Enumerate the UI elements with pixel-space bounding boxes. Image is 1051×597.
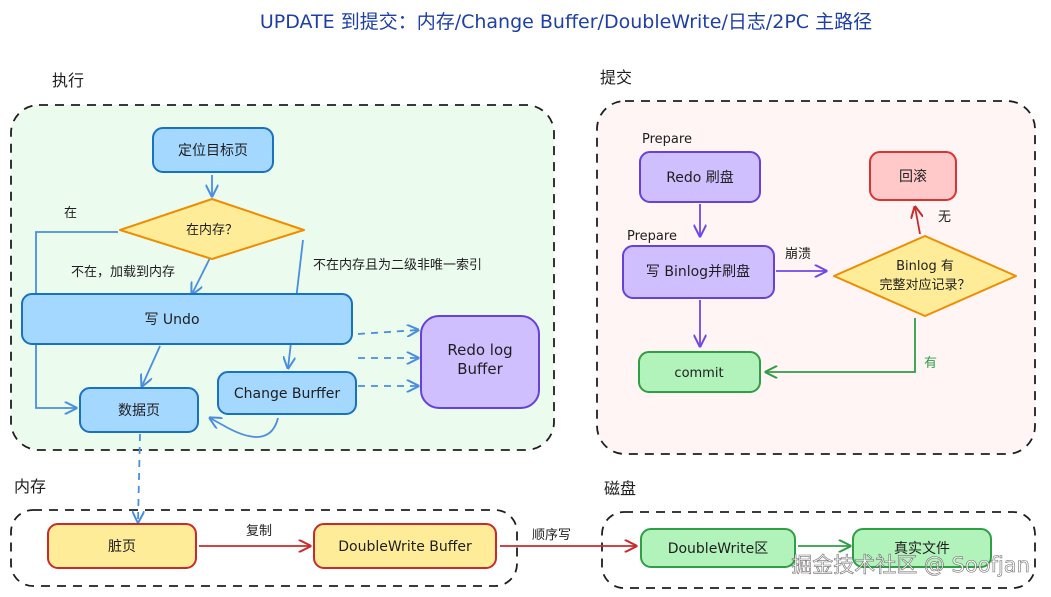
node-redo-buffer-line2: Buffer: [457, 360, 503, 378]
node-doublewrite-area-label: DoubleWrite区: [668, 541, 769, 557]
disk-group: [601, 511, 1036, 589]
edge-undo-to-datapage: [142, 345, 161, 386]
edge-datapage-to-dirtypage: [138, 433, 140, 522]
watermark: 掘金技术社区 @ Soofjan: [791, 553, 1030, 577]
node-real-file-label: 真实文件: [894, 541, 950, 557]
node-doublewrite-area: DoubleWrite区: [640, 528, 796, 568]
node-write-binlog-label: 写 Binlog并刷盘: [646, 263, 750, 280]
edge-check-none-to-rollback: [915, 207, 920, 235]
label-not-in-memory: 不在，加载到内存: [71, 264, 175, 280]
label-has: 有: [924, 356, 937, 371]
node-binlog-check-line2: 完整对应记录？: [879, 277, 970, 293]
section-label-exec: 执行: [52, 71, 84, 90]
label-secondary-index: 不在内存且为二级非唯一索引: [313, 257, 482, 273]
node-real-file: 真实文件: [852, 528, 992, 568]
node-commit-label: commit: [674, 366, 723, 381]
node-write-undo: 写 Undo: [21, 293, 353, 345]
node-redo-flush-label: Redo 刷盘: [666, 169, 734, 186]
label-yes: 在: [64, 206, 77, 221]
section-label-disk: 磁盘: [604, 479, 636, 498]
node-rollback-label: 回滚: [899, 168, 927, 185]
node-in-memory-label: 在内存？: [186, 222, 238, 238]
node-locate-target-page: 定位目标页: [152, 127, 274, 173]
diagram-title: UPDATE 到提交：内存/Change Buffer/DoubleWrite/…: [260, 11, 872, 33]
edge-no-to-undo: [192, 255, 212, 294]
node-doublewrite-buffer: DoubleWrite Buffer: [313, 523, 497, 569]
edge-check-has-to-commit: [766, 318, 916, 372]
node-redo-log-buffer: Redo log Buffer: [420, 315, 540, 409]
label-copy: 复制: [246, 524, 272, 539]
label-prepare-2: Prepare: [627, 229, 677, 244]
memory-group: [10, 509, 518, 587]
label-crash: 崩溃: [785, 247, 811, 262]
node-change-buffer: Change Burffer: [217, 371, 357, 415]
node-dirty-page: 脏页: [47, 523, 197, 569]
node-data-page: 数据页: [79, 387, 199, 433]
node-redo-buffer-line1: Redo log: [447, 341, 512, 359]
node-write-binlog: 写 Binlog并刷盘: [622, 245, 775, 299]
node-in-memory-check: 在内存？: [119, 198, 305, 260]
node-binlog-check: Binlog 有 完整对应记录？: [833, 235, 1017, 317]
node-commit: commit: [638, 351, 761, 393]
node-redo-flush: Redo 刷盘: [639, 151, 761, 203]
node-locate-label: 定位目标页: [178, 143, 248, 159]
node-data-page-label: 数据页: [118, 403, 160, 419]
label-sequential-write: 顺序写: [532, 528, 571, 543]
label-prepare-1: Prepare: [642, 132, 692, 147]
edge-changebuffer-merge: [210, 418, 279, 438]
node-dirty-page-label: 脏页: [108, 539, 136, 555]
edge-undo-to-redobuffer: [357, 330, 418, 334]
section-label-commit: 提交: [600, 68, 632, 87]
node-binlog-check-line1: Binlog 有: [896, 259, 954, 274]
node-change-buffer-label: Change Burffer: [234, 386, 341, 402]
node-write-undo-label: 写 Undo: [144, 312, 199, 328]
section-label-memory: 内存: [14, 477, 46, 496]
node-rollback: 回滚: [869, 151, 957, 201]
node-doublewrite-buffer-label: DoubleWrite Buffer: [338, 539, 472, 555]
label-none: 无: [938, 210, 951, 225]
